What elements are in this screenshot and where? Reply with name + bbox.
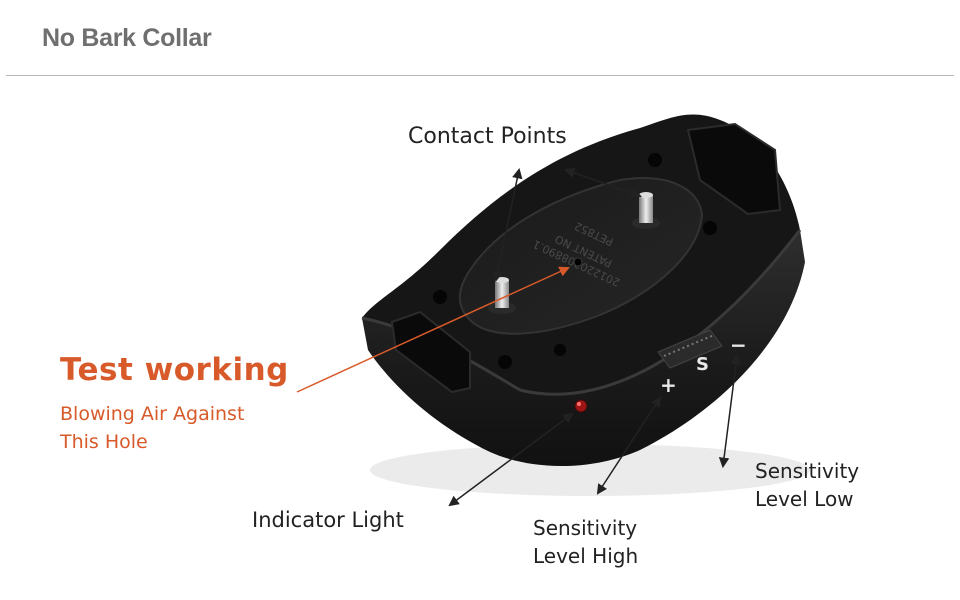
arrow-test-hole	[296, 266, 570, 393]
sensitivity-low-line1: Sensitivity	[755, 459, 860, 483]
label-sensitivity-low: Sensitivity Level Low	[755, 457, 859, 513]
test-desc-line2: This Hole	[60, 431, 148, 453]
label-contact-points: Contact Points	[408, 124, 567, 149]
sensitivity-high-line1: Sensitivity	[533, 516, 638, 540]
arrow-indicator-light	[448, 412, 574, 507]
label-test-description: Blowing Air Against This Hole	[60, 400, 300, 456]
indicator-led	[574, 399, 588, 413]
label-test-working: Test working	[60, 352, 289, 388]
arrow-sensitivity-low	[718, 353, 742, 469]
test-desc-line1: Blowing Air Against	[60, 403, 245, 425]
contact-pin-right	[632, 192, 660, 229]
microphone-hole	[573, 257, 583, 267]
arrow-contact-left	[492, 167, 523, 283]
collar-body	[362, 230, 805, 466]
strap-slot-right	[686, 122, 782, 216]
plus-symbol: +	[660, 373, 677, 397]
sensitivity-high-line2: Level High	[533, 544, 639, 568]
arrow-contact-right	[564, 167, 642, 199]
minus-symbol: −	[730, 333, 747, 357]
s-symbol: S	[696, 354, 709, 375]
arrow-sensitivity-high	[596, 396, 662, 495]
label-sensitivity-high: Sensitivity Level High	[533, 514, 638, 570]
strap-slot-left	[390, 310, 471, 394]
page-title: No Bark Collar	[42, 24, 212, 52]
header-divider	[6, 75, 954, 76]
label-indicator-light: Indicator Light	[252, 508, 404, 532]
sensitivity-low-line2: Level Low	[755, 487, 854, 511]
sensitivity-dial	[657, 329, 723, 369]
